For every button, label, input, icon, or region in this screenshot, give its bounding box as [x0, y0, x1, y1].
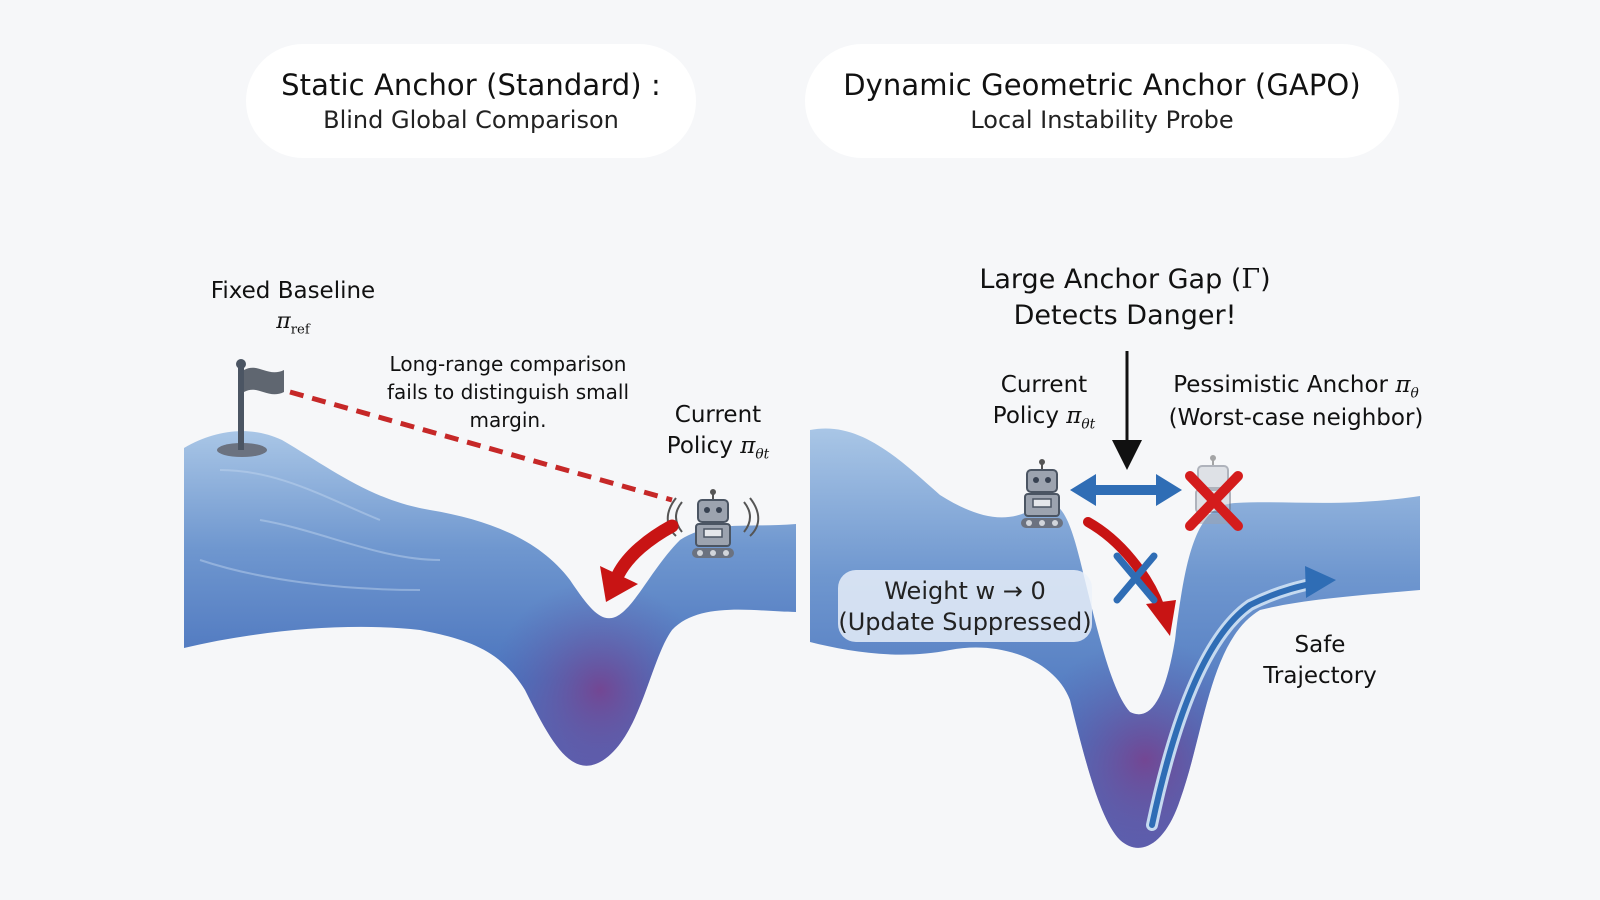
comparison-note: Long-range comparison fails to distingui…	[372, 350, 644, 434]
left-title-pill: Static Anchor (Standard) : Blind Global …	[246, 44, 696, 158]
gap-label-close: )	[1260, 264, 1271, 295]
anchor-label: Pessimistic Anchor πθ (Worst-case neighb…	[1160, 370, 1432, 434]
gap-label-line2: Detects Danger!	[1013, 300, 1237, 332]
left-panel-subtitle: Blind Global Comparison	[323, 106, 619, 134]
right-policy-symbol: π	[1066, 403, 1082, 430]
weight-note: (Update Suppressed)	[838, 608, 1092, 637]
descent-arrow	[600, 519, 679, 602]
right-policy-symbol-sub: θt	[1081, 416, 1096, 433]
gap-label: Large Anchor Gap (Γ) Detects Danger!	[960, 262, 1290, 335]
anchor-symbol: π	[1395, 372, 1411, 398]
safe-trajectory-label: Safe Trajectory	[1245, 630, 1395, 692]
right-panel-title: Dynamic Geometric Anchor (GAPO)	[843, 68, 1361, 102]
left-policy-label: Current Policy πθt	[650, 400, 786, 464]
safe-label-line1: Safe	[1294, 632, 1346, 658]
robot-icon	[666, 489, 760, 558]
anchor-note: (Worst-case neighbor)	[1168, 405, 1424, 432]
flag-icon	[217, 359, 284, 457]
long-range-dashed-line	[289, 389, 673, 503]
anchor-label-text: Pessimistic Anchor	[1173, 372, 1388, 398]
left-panel-title: Static Anchor (Standard) :	[281, 68, 661, 102]
baseline-symbol-sub: ref	[290, 322, 310, 338]
safe-label-line2: Trajectory	[1263, 663, 1377, 690]
left-policy-line2: Policy	[666, 433, 733, 460]
baseline-symbol: π	[276, 309, 291, 335]
suppressed-arrow	[1083, 517, 1176, 636]
gap-symbol: Γ	[1241, 264, 1261, 295]
right-panel-subtitle: Local Instability Probe	[970, 106, 1234, 134]
baseline-label: Fixed Baseline πref	[200, 276, 386, 339]
right-title-pill: Dynamic Geometric Anchor (GAPO) Local In…	[805, 44, 1399, 158]
right-policy-label: Current Policy πθt	[978, 370, 1110, 434]
baseline-label-text: Fixed Baseline	[210, 278, 376, 304]
right-policy-line1: Current	[1000, 372, 1088, 398]
safe-trajectory-arrow	[1146, 566, 1336, 831]
left-policy-symbol-sub: θt	[755, 446, 770, 463]
weight-label: Weight w → 0	[884, 577, 1046, 605]
right-landscape	[810, 428, 1420, 848]
robot-icon	[1021, 459, 1063, 528]
left-policy-symbol: π	[740, 433, 756, 460]
gap-label-line1: Large Anchor Gap (	[979, 264, 1242, 295]
weight-suppressed-box: Weight w → 0 (Update Suppressed)	[838, 570, 1092, 642]
comparison-note-line: fails to distinguish small	[386, 380, 630, 404]
left-landscape	[184, 431, 796, 766]
cross-icon	[1185, 471, 1243, 531]
comparison-note-line: margin.	[469, 408, 547, 432]
right-policy-line2: Policy	[992, 403, 1059, 430]
comparison-note-line: Long-range comparison	[389, 352, 627, 376]
gap-double-arrow	[1070, 474, 1182, 506]
left-policy-line1: Current	[674, 402, 762, 428]
anchor-symbol-sub: θ	[1410, 385, 1419, 402]
